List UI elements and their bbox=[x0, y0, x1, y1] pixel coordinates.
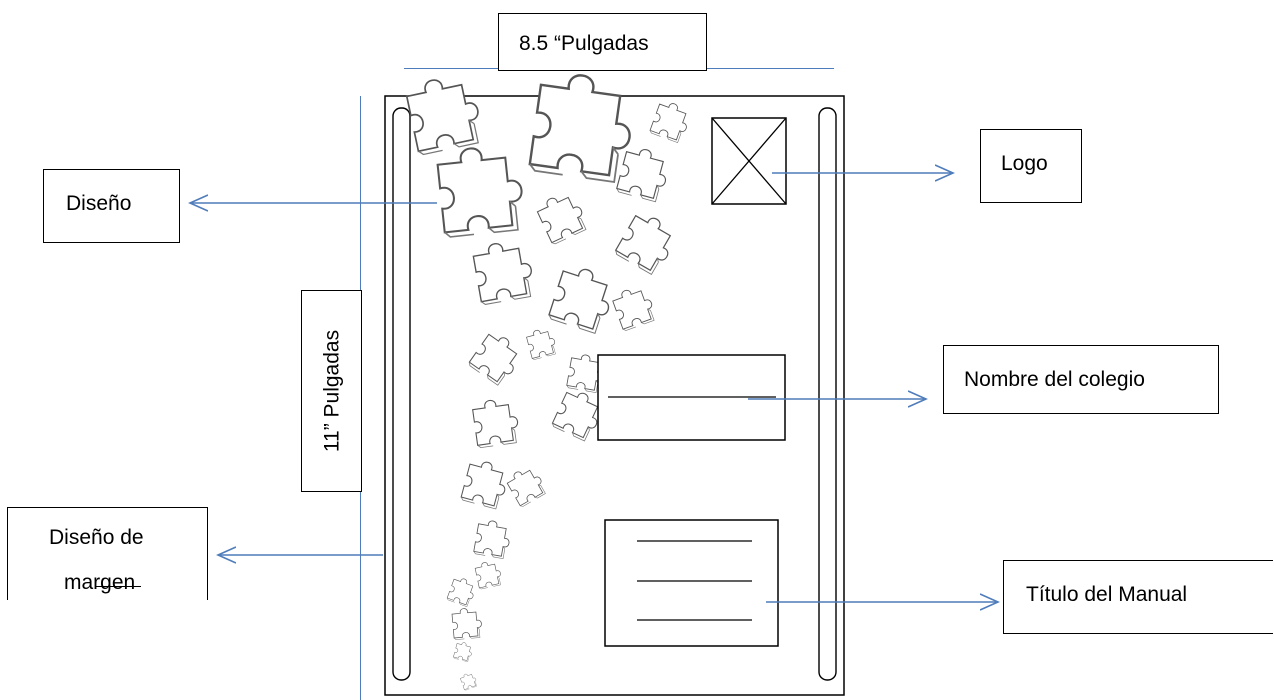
manual-title-placeholder bbox=[604, 519, 779, 647]
manual-title-label: Título del Manual bbox=[1026, 583, 1188, 606]
margin-design-label-box: Diseño de margen bbox=[7, 507, 208, 600]
manual-title-label-box: Título del Manual bbox=[1003, 560, 1273, 634]
design-label-box: Diseño bbox=[43, 169, 180, 243]
design-label: Diseño bbox=[66, 192, 132, 215]
right-margin-strip bbox=[818, 107, 837, 681]
margin-design-label-underline bbox=[95, 586, 141, 587]
logo-placeholder-icon bbox=[711, 117, 787, 205]
school-name-placeholder bbox=[597, 354, 786, 441]
width-label-box: 8.5 “Pulgadas bbox=[498, 13, 707, 71]
logo-label: Logo bbox=[1001, 152, 1048, 175]
left-margin-strip bbox=[392, 107, 411, 681]
margin-design-label-line2: margen bbox=[64, 571, 136, 594]
logo-label-box: Logo bbox=[980, 129, 1082, 203]
margin-design-label-line1: Diseño de bbox=[49, 526, 144, 549]
school-name-label: Nombre del colegio bbox=[964, 368, 1145, 391]
height-label-box: 11” Pulgadas bbox=[301, 290, 362, 492]
school-name-label-box: Nombre del colegio bbox=[943, 345, 1219, 414]
width-label: 8.5 “Pulgadas bbox=[519, 32, 649, 55]
